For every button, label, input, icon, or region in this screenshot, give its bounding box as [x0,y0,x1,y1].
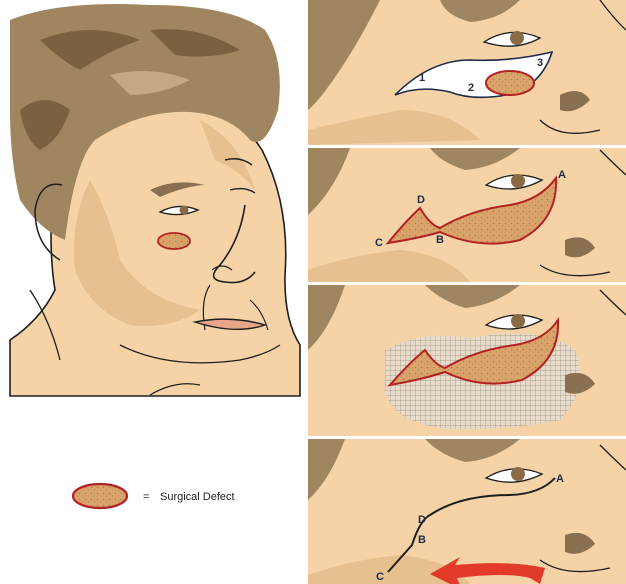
label-A: A [558,169,566,181]
panel-step-1: 1 2 3 [308,0,626,145]
panel-step-2: A B C D [308,148,626,282]
label-3: 3 [537,57,543,69]
legend: = Surgical Defect [73,484,235,508]
label-D-final: D [418,514,426,526]
label-1: 1 [419,72,425,84]
panel-step-3 [308,285,626,436]
face-defect [158,233,190,249]
label-B-final: B [418,534,426,546]
label-C-final: C [376,571,384,583]
label-B: B [436,234,444,246]
legend-label: Surgical Defect [160,491,235,503]
face-panel [10,0,300,396]
label-D: D [417,194,425,206]
panel-step-4: A B C D [308,439,626,584]
label-C: C [375,237,383,249]
panel1-defect [486,71,534,95]
label-2: 2 [468,82,474,94]
legend-defect-icon [73,484,127,508]
label-A-final: A [556,473,564,485]
legend-equals: = [143,491,149,503]
